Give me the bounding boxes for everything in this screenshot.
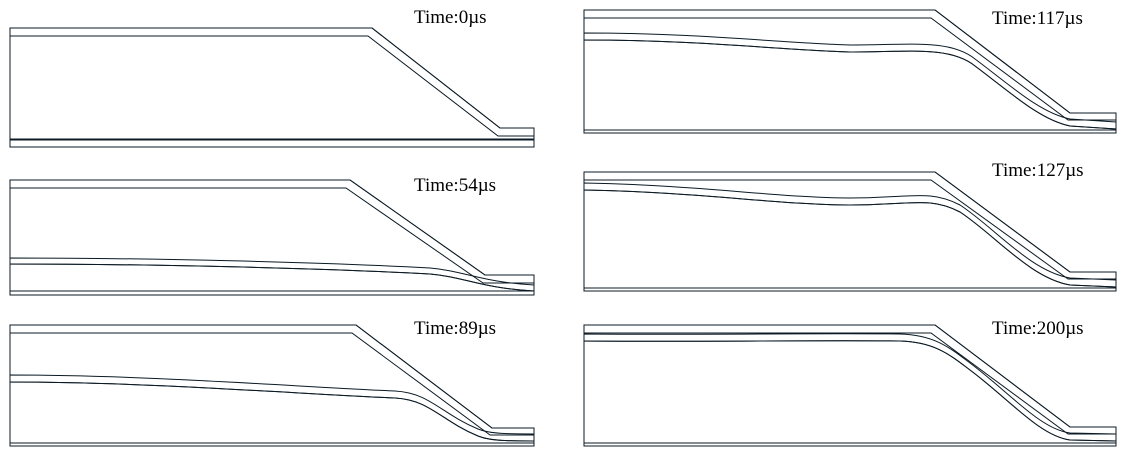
panel-time-117: Time:117µs [583,8,1117,134]
orange-deformed-layer [9,257,535,292]
light-blue-top-layer [583,9,1117,121]
orange-deformed-layer [583,32,1117,130]
blue-flyer-body [583,324,1117,444]
panel-time-200: Time:200µs [583,318,1117,447]
orange-deformed-layer [9,374,535,442]
light-blue-top-layer [9,27,535,137]
brown-deformed-body [583,340,1117,447]
panel-time-54: Time:54µs [9,175,535,296]
panel-time-127: Time:127µs [583,160,1117,292]
time-label: Time:54µs [414,175,496,196]
time-label: Time:89µs [414,318,496,339]
orange-deformed-layer [583,182,1117,288]
blue-flyer-body [9,179,535,292]
orange-deformed-layer [583,333,1117,442]
time-label: Time:200µs [992,318,1084,339]
brown-deformed-body [583,39,1117,134]
panel-time-89: Time:89µs [9,318,535,447]
light-blue-top-layer [9,324,535,436]
orange-base-layer [9,138,535,148]
light-blue-top-layer [583,171,1117,280]
time-label: Time:127µs [992,160,1084,181]
time-label: Time:0µs [414,7,487,28]
light-blue-top-layer [9,179,535,284]
brown-deformed-body [9,263,535,296]
panel-time-0: Time:0µs [9,7,535,148]
blue-flyer-body [9,27,535,141]
time-label: Time:117µs [992,8,1083,29]
